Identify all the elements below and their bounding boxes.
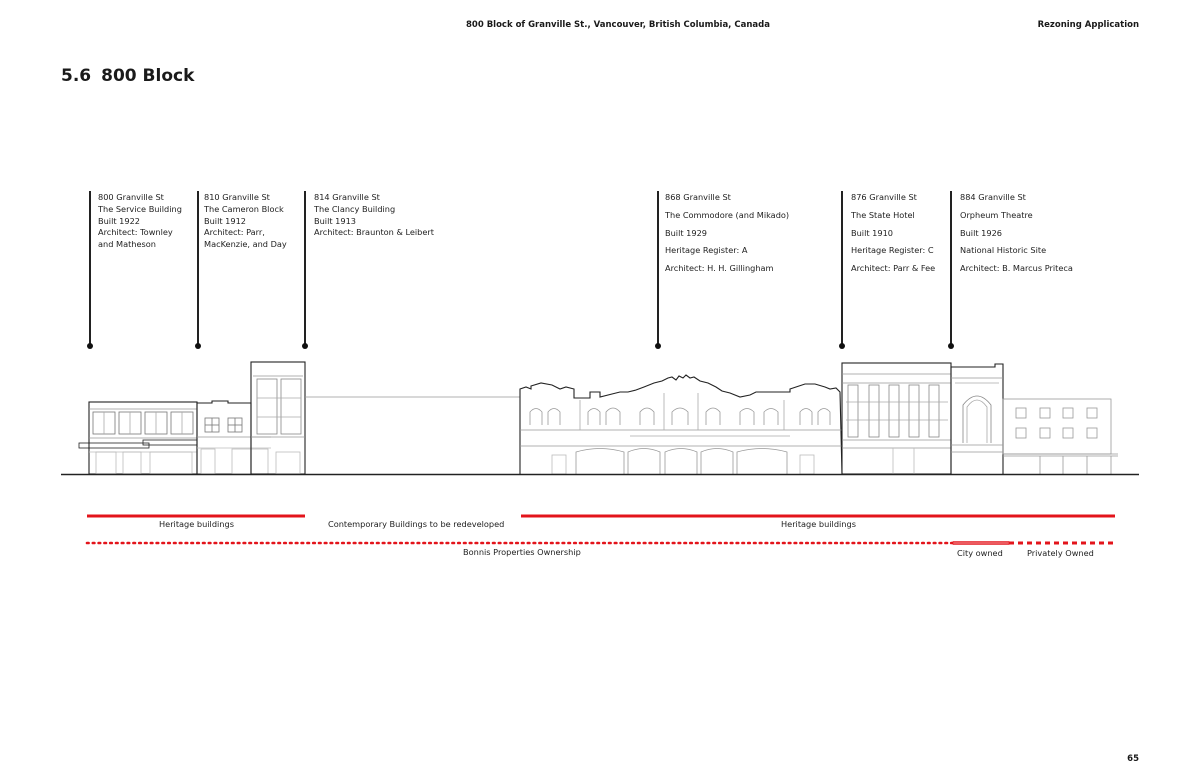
pin-marker: [839, 343, 845, 349]
service-building-elevation: [78, 401, 198, 475]
clancy-building-elevation: [250, 361, 306, 475]
orpheum-elevation: [950, 363, 1004, 474]
leader-line: [657, 191, 659, 345]
pin-marker: [87, 343, 93, 349]
leader-line: [89, 191, 91, 345]
leader-line: [841, 191, 843, 345]
city-owned-line: [952, 541, 1010, 545]
section-name: 800 Block: [101, 66, 195, 86]
callout-text: 800 Granville St The Service Building Bu…: [98, 192, 182, 250]
legend-privately-owned: Privately Owned: [1027, 548, 1094, 558]
legend-lines: [85, 514, 1115, 545]
pin-marker: [948, 343, 954, 349]
callout-text: 814 Granville St The Clancy Building Bui…: [314, 192, 434, 238]
callout-text: 884 Granville St Orpheum Theatre Built 1…: [960, 192, 1073, 274]
section-title: 5.6 800 Block: [61, 66, 194, 86]
commodore-elevation: [519, 374, 843, 475]
callout-text: 876 Granville St The State Hotel Built 1…: [851, 192, 936, 274]
pin-marker: [195, 343, 201, 349]
leader-line: [304, 191, 306, 345]
callout-text: 868 Granville St The Commodore (and Mika…: [665, 192, 790, 274]
legend-bonnis-ownership: Bonnis Properties Ownership: [463, 547, 581, 557]
header-document-type: Rezoning Application: [1037, 20, 1139, 30]
page-number: 65: [1127, 754, 1139, 764]
leader-line: [950, 191, 952, 345]
section-number: 5.6: [61, 66, 92, 86]
legend-contemporary: Contemporary Buildings to be redeveloped: [328, 519, 505, 529]
legend-heritage-right: Heritage buildings: [781, 519, 856, 529]
legend-heritage-left: Heritage buildings: [159, 519, 234, 529]
pin-marker: [302, 343, 308, 349]
cameron-block-elevation: [196, 400, 271, 475]
leader-line: [197, 191, 199, 345]
callout-text: 810 Granville St The Cameron Block Built…: [204, 192, 287, 250]
private-building-elevation: [1002, 398, 1118, 474]
legend-city-owned: City owned: [957, 548, 1003, 558]
header-location: 800 Block of Granville St., Vancouver, B…: [466, 20, 770, 30]
state-hotel-elevation: [841, 362, 952, 475]
pin-marker: [655, 343, 661, 349]
